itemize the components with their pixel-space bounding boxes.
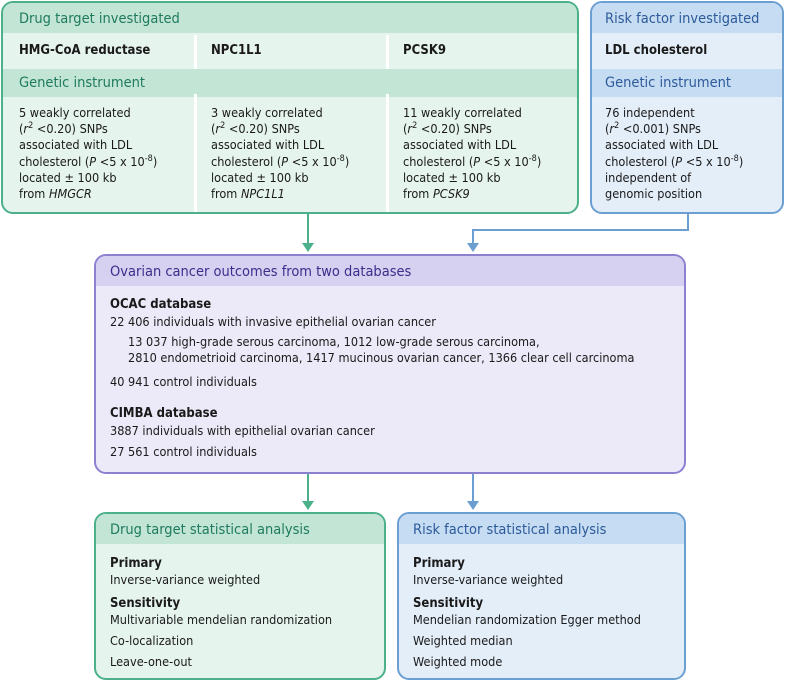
- ocac-title: OCAC database: [110, 297, 212, 312]
- arrow-head-icon: [467, 501, 479, 510]
- instrument-ldl: 76 independent (r2 <0.001) SNPs associat…: [605, 105, 744, 202]
- risk-primary-method: Inverse-variance weighted: [413, 572, 564, 587]
- risk-sensitivity-method: Weighted median: [413, 633, 513, 648]
- column-divider: [386, 35, 389, 71]
- drug-target-header: Drug target investigated: [3, 3, 577, 33]
- drug-primary-label: Primary: [110, 556, 162, 571]
- outcomes-header: Ovarian cancer outcomes from two databas…: [96, 256, 684, 286]
- risk-primary-label: Primary: [413, 556, 465, 571]
- risk-sensitivity-label: Sensitivity: [413, 596, 484, 611]
- outcomes-box: Ovarian cancer outcomes from two databas…: [94, 254, 686, 474]
- cimba-cases: 3887 individuals with epithelial ovarian…: [110, 423, 375, 438]
- drug-instrument-header: Genetic instrument: [3, 69, 577, 97]
- ocac-cases: 22 406 individuals with invasive epithel…: [110, 314, 436, 329]
- cimba-controls: 27 561 control individuals: [110, 444, 257, 459]
- arrow-risk-to-outcomes: [472, 214, 689, 246]
- drug-primary-method: Inverse-variance weighted: [110, 572, 261, 587]
- target-hmgcr: HMG-CoA reductase: [19, 43, 151, 58]
- risk-instrument-header: Genetic instrument: [592, 69, 782, 97]
- arrow-head-icon: [302, 243, 314, 252]
- risk-analysis-header: Risk factor statistical analysis: [399, 514, 684, 544]
- ocac-controls: 40 941 control individuals: [110, 374, 257, 389]
- risk-analysis-box: Risk factor statistical analysis Primary…: [397, 512, 686, 680]
- drug-target-box: Drug target investigated HMG-CoA reducta…: [1, 1, 579, 214]
- cimba-title: CIMBA database: [110, 406, 218, 421]
- drug-sensitivity-label: Sensitivity: [110, 596, 181, 611]
- instrument-npc1l1: 3 weakly correlated (r2 <0.20) SNPs asso…: [211, 105, 350, 202]
- arrow-head-icon: [467, 243, 479, 252]
- arrow-head-icon: [302, 501, 314, 510]
- risk-factor-header: Risk factor investigated: [592, 3, 782, 33]
- target-npc1l1: NPC1L1: [211, 43, 262, 58]
- instrument-hmgcr: 5 weakly correlated (r2 <0.20) SNPs asso…: [19, 105, 158, 202]
- ocac-subtypes: 13 037 high-grade serous carcinoma, 1012…: [128, 334, 635, 366]
- risk-factor-name: LDL cholesterol: [605, 43, 708, 58]
- drug-analysis-box: Drug target statistical analysis Primary…: [94, 512, 386, 680]
- column-divider: [194, 35, 197, 71]
- column-divider: [194, 94, 197, 212]
- risk-sensitivity-method: Mendelian randomization Egger method: [413, 612, 641, 627]
- risk-sensitivity-method: Weighted mode: [413, 654, 503, 669]
- column-divider: [386, 94, 389, 212]
- drug-sensitivity-method: Multivariable mendelian randomization: [110, 612, 333, 627]
- risk-factor-box: Risk factor investigated LDL cholesterol…: [590, 1, 784, 214]
- drug-analysis-header: Drug target statistical analysis: [96, 514, 384, 544]
- target-pcsk9: PCSK9: [403, 43, 447, 58]
- instrument-pcsk9: 11 weakly correlated (r2 <0.20) SNPs ass…: [403, 105, 542, 202]
- drug-sensitivity-method: Leave-one-out: [110, 654, 192, 669]
- drug-sensitivity-method: Co-localization: [110, 633, 194, 648]
